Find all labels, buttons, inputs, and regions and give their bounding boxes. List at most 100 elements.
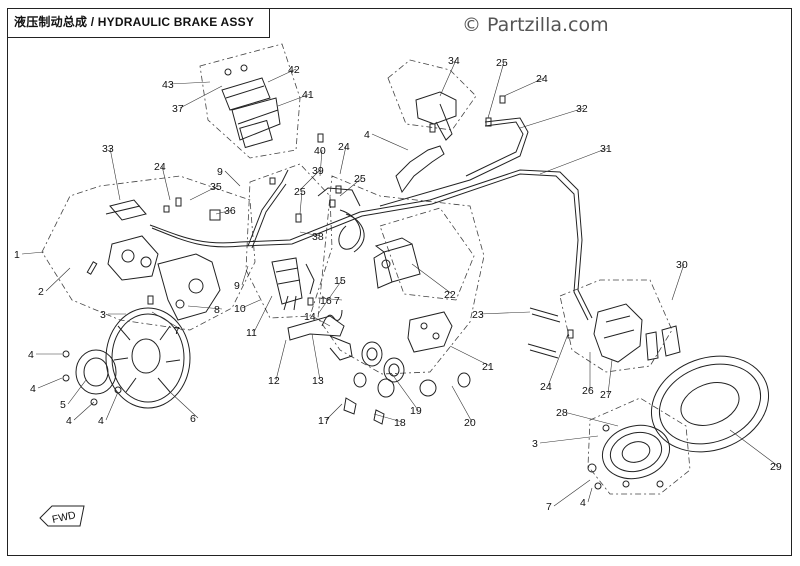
callout-34: 34 [448, 55, 460, 67]
brake-pedal-linkage [271, 257, 353, 361]
callout-26: 26 [582, 385, 594, 397]
leader-line [275, 339, 287, 381]
drawing-frame [7, 8, 792, 556]
callout-31: 31 [600, 143, 612, 155]
callout-24: 24 [338, 141, 350, 153]
callout-33: 33 [102, 143, 114, 155]
leader-line [317, 279, 343, 315]
leader-line [439, 59, 457, 97]
leader-line [161, 165, 171, 201]
brake-lines [149, 117, 593, 321]
callout-4: 4 [364, 129, 370, 141]
callout-15: 15 [334, 275, 346, 287]
title-rule [7, 37, 269, 38]
leader-line [105, 391, 119, 421]
callout-9: 9 [217, 166, 223, 178]
callout-18: 18 [394, 417, 406, 429]
leader-line [325, 403, 343, 421]
leader-line [21, 251, 45, 255]
callout-7: 7 [174, 325, 180, 337]
leader-line [151, 311, 183, 331]
leader-line [267, 68, 297, 83]
callout-30: 30 [676, 259, 688, 271]
callout-4: 4 [28, 349, 34, 361]
leader-line [45, 267, 71, 292]
leader-line [169, 391, 199, 419]
leader-line [241, 299, 261, 309]
callout-21: 21 [482, 361, 494, 373]
leader-line [215, 209, 233, 215]
leader-line [253, 295, 273, 333]
leader-line [503, 77, 545, 97]
leader-line [607, 359, 613, 395]
callout-11: 11 [246, 327, 257, 339]
leader-line [299, 231, 321, 237]
front-master-cylinder [221, 64, 281, 149]
leader-line [169, 81, 211, 85]
left-brake-disc [62, 307, 191, 409]
rear-master-cylinder [317, 91, 457, 253]
leader-line [241, 265, 249, 286]
callout-4: 4 [580, 497, 586, 509]
group-outlines [41, 43, 691, 495]
callout-3: 3 [532, 438, 538, 450]
leader-line [339, 177, 363, 197]
callout-4: 4 [98, 415, 104, 427]
callout-24: 24 [154, 161, 166, 173]
leader-line [73, 401, 95, 421]
leader-line [519, 107, 585, 129]
bushings-group [343, 311, 471, 425]
callout-9: 9 [234, 280, 240, 292]
callout-41: 41 [302, 89, 314, 101]
callout-3: 3 [100, 309, 106, 321]
rear-hub-tone-ring [587, 424, 671, 490]
callout-35: 35 [210, 181, 222, 193]
rear-brake-disc [650, 355, 770, 453]
callout-22: 22 [444, 289, 456, 301]
fwd-label: FWD [51, 509, 77, 526]
leader-line [319, 149, 323, 177]
callout-13: 13 [312, 375, 324, 387]
callout-17: 17 [318, 415, 330, 427]
leader-line [299, 169, 321, 191]
leader-line [299, 190, 303, 215]
callout-14: 14 [304, 311, 316, 323]
callout-5: 5 [60, 399, 66, 411]
callout-38: 38 [312, 231, 324, 243]
callout-10: 10 [234, 303, 246, 315]
leader-line [553, 479, 591, 507]
leader-line [391, 373, 419, 411]
leader-line [449, 345, 491, 367]
leader-line [339, 145, 347, 175]
callout-4: 4 [66, 415, 72, 427]
leader-line [109, 147, 121, 201]
modulator-block [373, 237, 421, 289]
callout-4: 4 [30, 383, 36, 395]
leader-line [224, 170, 241, 187]
leader-line [539, 435, 599, 444]
diagram-title: 液压制动总成 / HYDRAULIC BRAKE ASSY [14, 15, 255, 29]
watermark: © Partzilla.com [462, 14, 609, 36]
callout-25: 25 [496, 57, 508, 69]
leader-line [277, 93, 311, 107]
front-caliper [105, 199, 221, 321]
callout-7: 7 [334, 295, 340, 307]
leader-line [317, 297, 343, 301]
leader-lines [21, 59, 779, 507]
leader-line [479, 311, 531, 315]
leader-line [487, 61, 505, 119]
callout-2: 2 [38, 286, 44, 298]
callout-19: 19 [410, 405, 422, 417]
callout-25: 25 [354, 173, 366, 185]
leader-line [563, 411, 619, 427]
callout-20: 20 [464, 417, 476, 429]
callout-6: 6 [190, 413, 196, 425]
callout-12: 12 [268, 375, 280, 387]
leader-line [67, 379, 87, 405]
leader-line [547, 333, 569, 387]
callout-8: 8 [214, 304, 220, 316]
leader-line [729, 429, 779, 467]
